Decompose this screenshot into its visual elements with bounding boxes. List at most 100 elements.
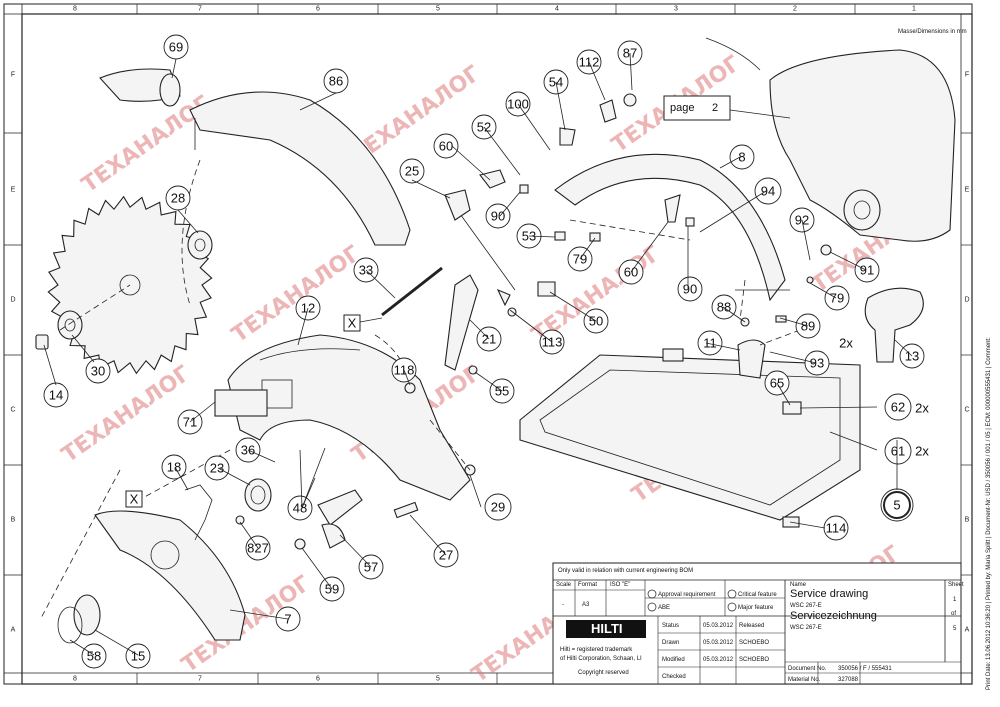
tb-approval-label: Approval requirement	[658, 592, 716, 598]
part-callout-61[interactable]: 61	[884, 437, 912, 465]
grid-row-label-right: A	[965, 627, 970, 634]
page-reference-label: page	[670, 102, 694, 114]
tb-sheet-number: 1	[953, 597, 957, 603]
qty-note-61: 2x	[915, 444, 929, 459]
knob-part	[864, 287, 924, 363]
part-callout-label: 90	[683, 282, 697, 297]
grid-row-label-right: C	[964, 407, 969, 414]
part-callout-91[interactable]: 91	[854, 257, 880, 283]
leader-lines	[43, 52, 913, 656]
part-callout-label: 30	[91, 364, 105, 379]
tb-trademark-1: Hilti = registered trademark	[560, 647, 633, 653]
tb-checked-label: Checked	[662, 674, 686, 680]
part-callout-label: 28	[171, 191, 185, 206]
tb-major-label: Major feature	[738, 605, 774, 611]
tb-format-label: Format	[578, 582, 597, 588]
part-callout-14[interactable]: 14	[43, 382, 69, 408]
tb-document-label: Document No.	[788, 666, 827, 672]
part-callout-86[interactable]: 86	[323, 68, 349, 94]
qty-note-93: 2x	[839, 336, 853, 351]
tb-status-label: Status	[662, 623, 679, 629]
page-reference-box[interactable]	[663, 95, 731, 121]
grid-col-label-bottom: 7	[198, 676, 202, 683]
section-marker-x-lower-text: X	[130, 492, 139, 507]
part-callout-114[interactable]: 114	[823, 515, 849, 541]
motor-unit-part	[769, 49, 956, 242]
part-callout-29[interactable]: 29	[484, 493, 512, 521]
part-callout-94[interactable]: 94	[754, 177, 782, 205]
upper-guard-part	[189, 91, 411, 246]
page-reference-number: 2	[712, 102, 718, 114]
part-callout-88[interactable]: 88	[711, 294, 737, 320]
part-callout-60[interactable]: 60	[433, 133, 459, 159]
part-callout-23[interactable]: 23	[204, 455, 230, 481]
part-callout-label: 90	[491, 209, 505, 224]
grid-row-label-right: E	[965, 187, 970, 194]
part-callout-93[interactable]: 93	[804, 350, 830, 376]
part-callout-79[interactable]: 79	[824, 285, 850, 311]
screw-part	[35, 334, 49, 350]
grid-row-label-left: D	[10, 297, 15, 304]
part-callout-30[interactable]: 30	[85, 358, 111, 384]
print-metadata-strip: Print Date: 13.06.2012 10:36:20 | Printe…	[986, 337, 992, 690]
part-callout-label: 93	[810, 356, 824, 371]
ring-part-23	[244, 478, 272, 512]
part-callout-label: 23	[210, 461, 224, 476]
part-callout-90[interactable]: 90	[485, 203, 511, 229]
callout-layer: 6986281430602552100541128789492919053796…	[43, 34, 925, 669]
grid-col-label-bottom: 8	[73, 676, 77, 683]
label-plate-part	[214, 389, 268, 417]
part-callout-79[interactable]: 79	[567, 246, 593, 272]
dust-spout-ring	[159, 73, 181, 107]
grid-col-label-bottom: 6	[316, 676, 320, 683]
part-callout-58[interactable]: 58	[81, 643, 107, 669]
part-callout-90[interactable]: 90	[677, 276, 703, 302]
qty-note-62: 2x	[915, 401, 929, 416]
part-callout-11[interactable]: 11	[697, 330, 723, 356]
part-callout-15[interactable]: 15	[125, 643, 151, 669]
grid-col-label-top: 1	[912, 6, 916, 13]
tb-iso-label: ISO "E"	[610, 582, 630, 588]
units-note: Masse/Dimensions in mm	[898, 29, 967, 35]
grid-row-label-right: F	[965, 72, 969, 79]
part-callout-25[interactable]: 25	[399, 158, 425, 184]
tb-document-value: 350056 / F / 555431	[838, 666, 892, 672]
tb-material-label: Material No.	[788, 677, 821, 683]
part-callout-label: 58	[87, 649, 101, 664]
tb-name-en: Service drawing	[790, 588, 868, 600]
part-callout-label: 91	[860, 263, 874, 278]
part-callout-5[interactable]: 5	[880, 488, 914, 522]
part-callout-28[interactable]: 28	[165, 185, 191, 211]
tb-modified-by: SCHOEBO	[739, 657, 769, 663]
part-callout-69[interactable]: 69	[163, 34, 189, 60]
tb-abe-label: ABE	[658, 605, 670, 611]
tb-modified-date: 05.03.2012	[703, 657, 734, 663]
part-callout-48[interactable]: 48	[287, 495, 313, 521]
motor-housing-part	[227, 334, 471, 501]
grid-row-label-right: B	[965, 517, 970, 524]
part-callout-62[interactable]: 62	[884, 393, 912, 421]
tb-product-1: WSC 267-E	[790, 603, 822, 609]
tb-format-value: A3	[582, 602, 590, 608]
part-callout-label: 62	[891, 400, 905, 415]
tb-material-value: 327088	[838, 677, 859, 683]
part-callout-18[interactable]: 18	[161, 454, 187, 480]
tb-drawn-label: Drawn	[662, 640, 679, 646]
tb-notice: Only valid in relation with current engi…	[558, 568, 693, 574]
title-block	[552, 562, 962, 685]
part-callout-label: 94	[761, 184, 775, 199]
tb-modified-label: Modified	[662, 657, 685, 663]
watermark-text: ТЕХАНАЛОГ	[57, 361, 195, 468]
tb-product-2: WSC 267-E	[790, 625, 822, 631]
ring-part-58	[57, 606, 83, 644]
tb-name-de: Servicezeichnung	[790, 610, 877, 622]
grid-row-label-right: D	[964, 297, 969, 304]
part-callout-8[interactable]: 8	[729, 144, 755, 170]
part-callout-label: 88	[717, 300, 731, 315]
spring-part	[184, 484, 213, 541]
washer-part	[57, 310, 83, 340]
part-callout-label: 79	[830, 291, 844, 306]
part-callout-label: 18	[167, 460, 181, 475]
part-callout-label: 8	[738, 150, 745, 165]
lower-guard-part	[94, 510, 246, 641]
